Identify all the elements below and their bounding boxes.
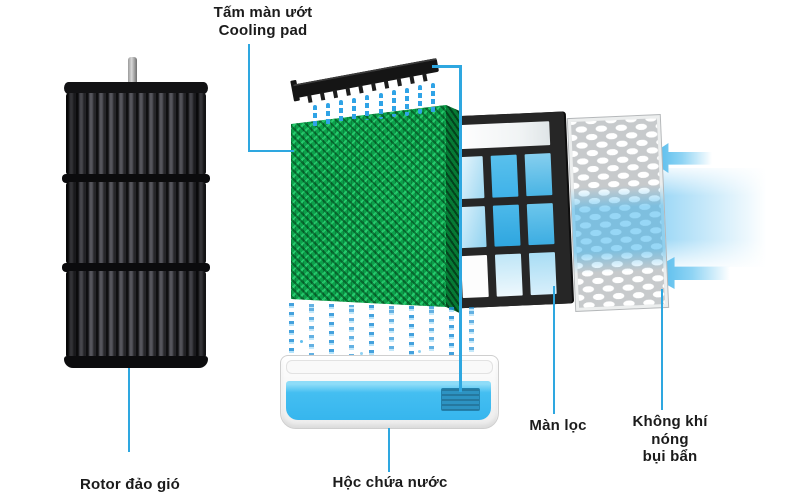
label-filter: Màn lọc (529, 417, 587, 434)
splash-droplets (300, 340, 303, 343)
label-rotor: Rotor đảo gió (79, 476, 181, 493)
leader-hot-air (661, 289, 663, 410)
label-hot-air-line3: bụi bẩn (642, 448, 698, 466)
label-water-tank: Hộc chứa nước (332, 474, 448, 491)
water-stream (379, 93, 383, 119)
rotor-drum-section (66, 271, 206, 358)
label-cooling-pad-en: Cooling pad (218, 21, 308, 39)
leader-filter (553, 286, 555, 414)
droplet-column (329, 304, 334, 359)
perforated-panel (567, 115, 669, 311)
spray-nozzle (371, 82, 377, 92)
spray-nozzle (383, 80, 390, 89)
cooling-pad-side (446, 105, 462, 314)
water-stream (326, 103, 330, 125)
water-pipe-horizontal (432, 65, 462, 68)
filter-cell (460, 255, 489, 299)
droplet-column (429, 306, 434, 364)
spray-nozzle (345, 87, 351, 96)
filter-slot (455, 121, 551, 150)
leader-water-tank (388, 428, 390, 472)
droplet-column (449, 307, 454, 361)
spray-nozzle (422, 73, 428, 82)
spray-nozzle (396, 77, 402, 87)
tank-rim (286, 360, 493, 374)
droplet-column (409, 306, 414, 361)
label-cooling-pad: Tấm màn ướt Cooling pad (193, 4, 333, 39)
droplet-column (289, 303, 294, 359)
water-pipe-vertical (459, 65, 462, 392)
water-stream (392, 90, 396, 117)
water-stream (431, 83, 435, 113)
droplet-column (349, 305, 354, 364)
panel-air-tint (570, 184, 667, 274)
filter-cell (494, 253, 523, 297)
water-stream (352, 98, 356, 122)
leader-rotor (128, 368, 130, 452)
filter-frame (445, 111, 573, 309)
water-stream (339, 100, 343, 123)
rotor-bottom-cap (64, 356, 208, 368)
rotor-top-cap (64, 82, 208, 94)
label-hot-air-line2: nóng (651, 430, 689, 448)
rotor-shaft (128, 57, 137, 85)
water-stream (365, 95, 369, 120)
filter-cell (524, 153, 553, 196)
water-stream (405, 88, 409, 116)
cooling-pad (291, 105, 446, 307)
water-stream (313, 105, 317, 127)
spray-nozzle (332, 89, 339, 99)
filter-cell (492, 204, 521, 247)
spray-nozzle (319, 91, 326, 101)
water-stream (418, 85, 422, 114)
spray-nozzle (307, 94, 313, 103)
leader-cooling-pad-vertical (248, 44, 250, 152)
filter-cell (526, 202, 555, 246)
label-hot-air: Không khí nóng bụi bẩn (618, 413, 722, 466)
spray-nozzle (358, 84, 364, 94)
rotor-drum-section (66, 182, 206, 264)
filter-cell (490, 154, 519, 198)
label-cooling-pad-vi: Tấm màn ướt (213, 4, 313, 21)
airflow-band (648, 168, 774, 267)
label-hot-air-line1: Không khí (632, 413, 708, 430)
rotor-band (62, 174, 210, 183)
rotor-band (62, 263, 210, 272)
droplet-column (369, 305, 374, 361)
droplet-column (309, 304, 314, 362)
leader-cooling-pad-horizontal (248, 150, 294, 152)
filter-cell (458, 205, 487, 249)
spray-nozzle (409, 75, 415, 84)
droplet-column (469, 307, 474, 357)
water-pump (441, 388, 480, 411)
droplet-column (389, 306, 394, 364)
rotor-drum-section (66, 93, 206, 175)
